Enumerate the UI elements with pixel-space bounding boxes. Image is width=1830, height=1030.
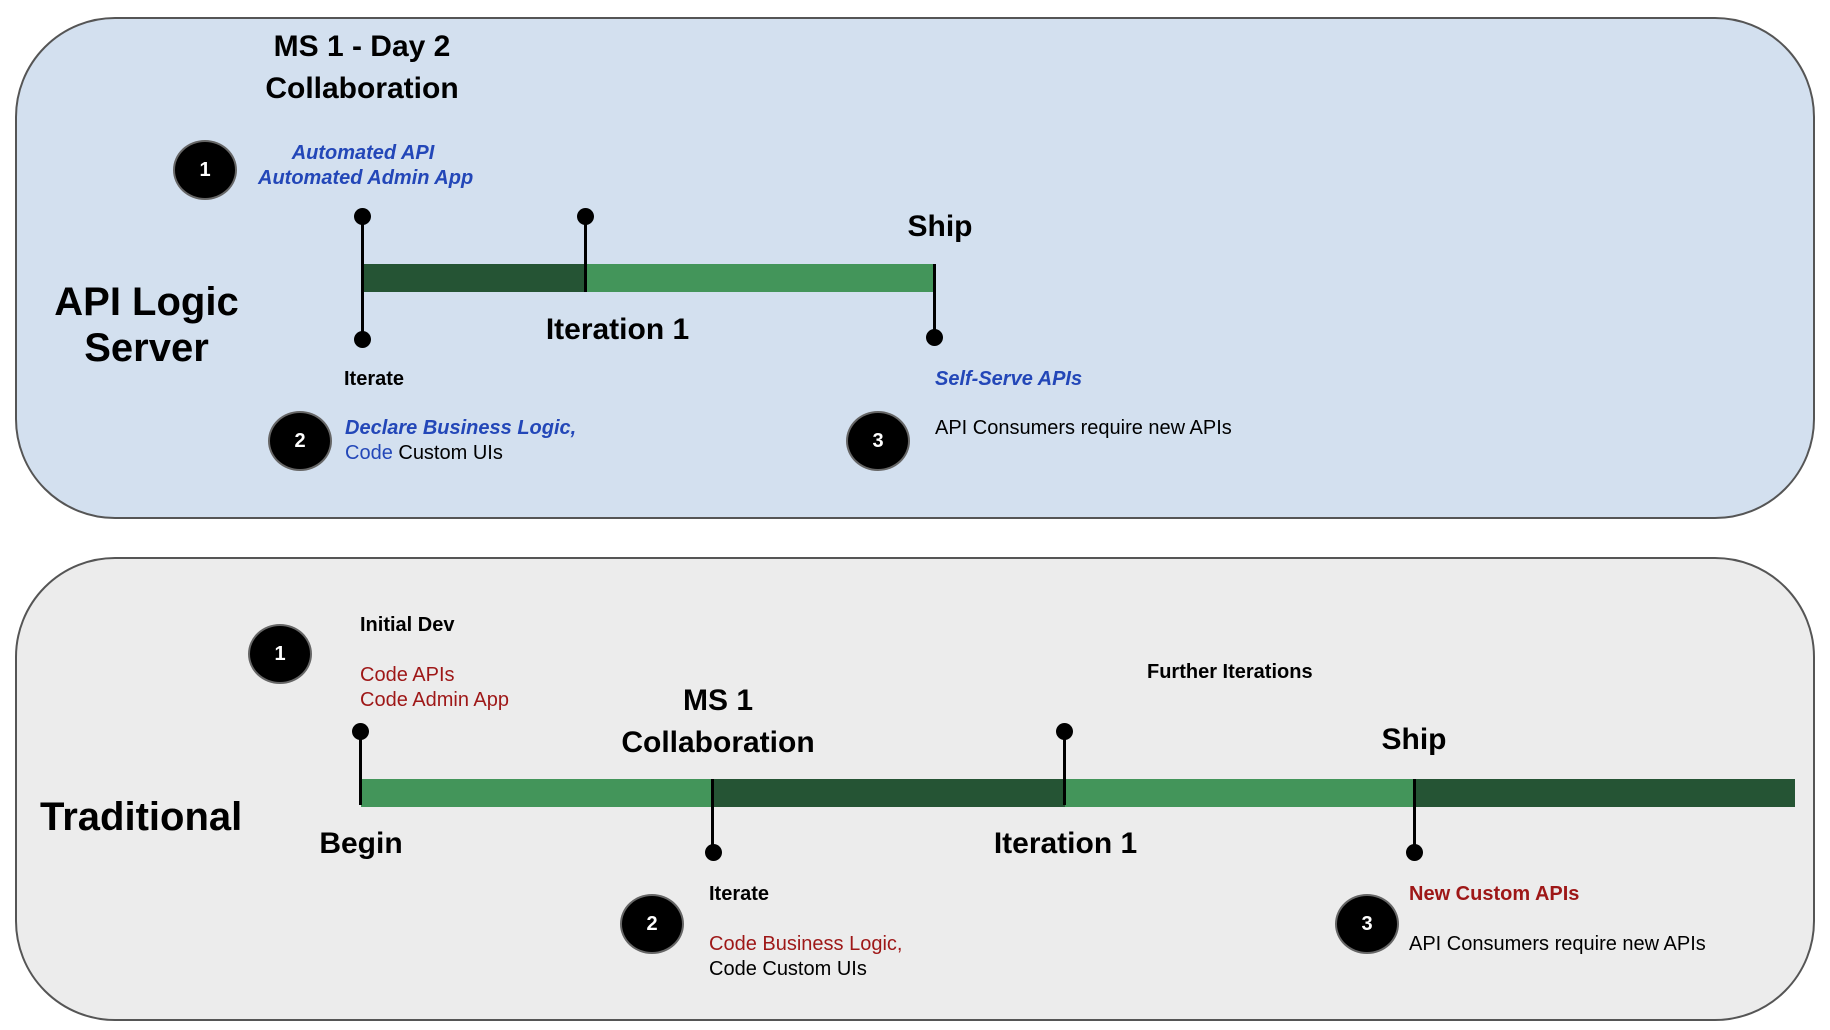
timeline-segment-light [1065, 779, 1415, 807]
ship-label: Ship [1381, 723, 1447, 756]
initial-dev-label: Initial Dev [360, 614, 455, 636]
step-1-line2: Automated Admin App [258, 167, 474, 189]
step-2-badge: 2 [268, 411, 332, 471]
step-3-badge: 3 [846, 411, 910, 471]
marker-stem [361, 216, 364, 340]
self-serve-apis: Self-Serve APIs [935, 368, 1083, 390]
marker-stem [584, 216, 587, 292]
marker-stem [1413, 779, 1416, 853]
iterate-label: Iterate [344, 368, 405, 390]
timeline-segment-dark [362, 264, 587, 292]
milestone-title: MS 1 Collaboration [608, 680, 828, 764]
milestone-title: MS 1 - Day 2 Collaboration [230, 26, 494, 110]
begin-label: Begin [319, 827, 403, 860]
step-2-badge: 2 [620, 894, 684, 954]
iterate-label: Iterate [709, 883, 770, 905]
milestone-line1: MS 1 [682, 684, 754, 717]
further-iterations-label: Further Iterations [1147, 661, 1313, 683]
marker-dot [926, 329, 943, 346]
new-custom-apis: New Custom APIs [1409, 883, 1580, 905]
marker-stem [933, 264, 936, 338]
ship-label: Ship [907, 210, 973, 243]
marker-dot [1406, 844, 1423, 861]
timeline-segment-light [587, 264, 935, 292]
step-1-line1: Automated API [291, 142, 435, 164]
step-1-line1: Code APIs [360, 664, 455, 686]
marker-stem [359, 731, 362, 805]
step-2-text: Declare Business Logic, Code Custom UIs [345, 416, 576, 466]
marker-stem [1063, 731, 1066, 805]
marker-stem [711, 779, 714, 853]
step-3-badge: 3 [1335, 894, 1399, 954]
step-2-code: Code [345, 442, 393, 464]
milestone-line1: MS 1 - Day 2 [273, 30, 451, 63]
side-label-traditional: Traditional [40, 795, 243, 839]
side-label-line2: Server [84, 326, 209, 370]
milestone-line2: Collaboration [265, 72, 459, 105]
iteration-label: Iteration 1 [993, 827, 1138, 860]
step-1-text: Automated API Automated Admin App [258, 141, 474, 191]
iteration-label: Iteration 1 [545, 313, 690, 346]
milestone-line2: Collaboration [621, 726, 815, 759]
step-1-badge: 1 [248, 624, 312, 684]
timeline-segment-dark [1415, 779, 1795, 807]
step-2-line1: Code Business Logic, [709, 933, 903, 955]
step-1-badge: 1 [173, 140, 237, 200]
side-label-api-logic-server: API Logic Server [44, 279, 249, 371]
step-3-text: API Consumers require new APIs [935, 417, 1232, 439]
step-2-custom-uis: Custom UIs [392, 442, 503, 464]
timeline-segment-dark [713, 779, 1065, 807]
side-label-line1: API Logic [54, 280, 239, 324]
step-1-text: Code APIs Code Admin App [360, 663, 509, 713]
marker-dot [354, 331, 371, 348]
step-2-line1: Declare Business Logic, [345, 417, 577, 439]
step-1-line2: Code Admin App [360, 689, 509, 711]
timeline-segment-light [361, 779, 713, 807]
step-3-text: API Consumers require new APIs [1409, 933, 1706, 955]
step-2-text: Code Business Logic, Code Custom UIs [709, 932, 902, 982]
step-2-line2: Code Custom UIs [709, 958, 867, 980]
marker-dot [705, 844, 722, 861]
